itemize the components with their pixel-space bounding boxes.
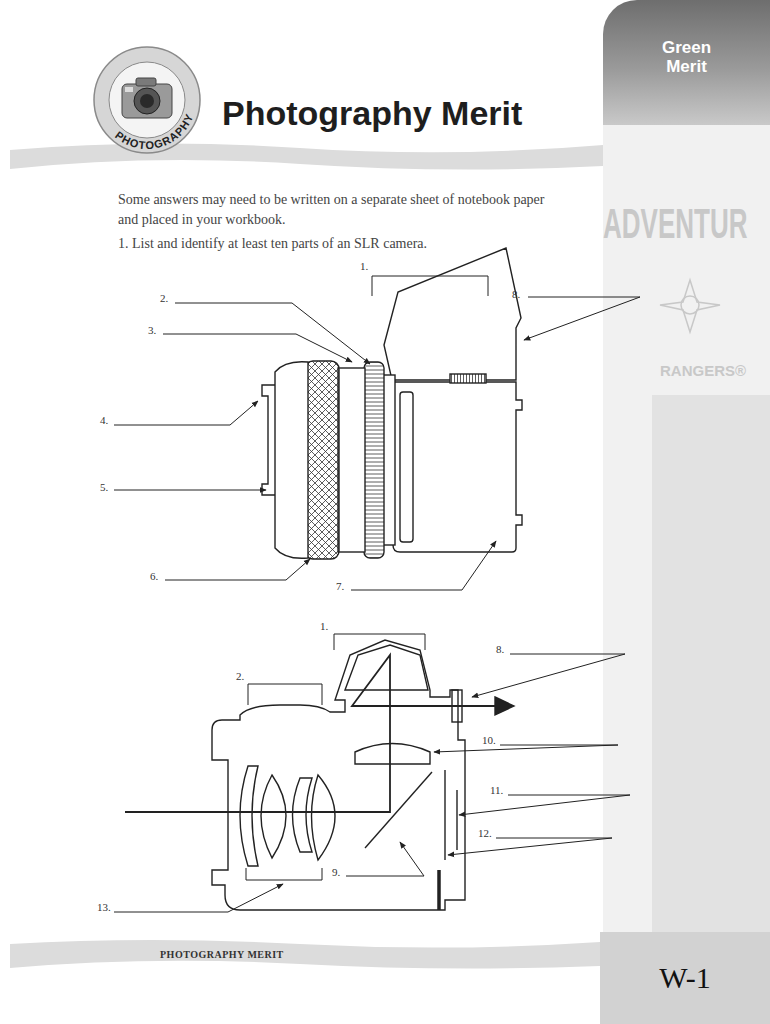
drawing-part	[114, 884, 283, 912]
logo-text: PHOTOGRAPHY	[113, 111, 196, 151]
drawing-part	[136, 78, 156, 86]
callout-number: 5.	[100, 481, 108, 494]
drawing-part	[434, 745, 618, 752]
drawing-part	[165, 559, 310, 580]
camera-body	[393, 382, 522, 552]
lens-element	[261, 775, 286, 858]
shutter-dial	[450, 374, 486, 383]
callout-number: 1.	[320, 620, 328, 633]
page-title: Photography Merit	[222, 94, 522, 133]
callout-number: 7.	[336, 580, 344, 593]
callout-number: 10.	[482, 734, 496, 747]
page-number-box: W-1	[600, 932, 770, 1024]
shutter	[444, 770, 445, 860]
pressure-plate	[437, 870, 441, 910]
pentaprism-housing	[384, 248, 521, 380]
callout-number: 1.	[360, 260, 368, 273]
focus-ring	[305, 361, 339, 559]
lens-element	[240, 766, 258, 866]
callout-number: 13.	[97, 901, 111, 914]
side-band	[603, 125, 770, 935]
callout-number: 2.	[160, 292, 168, 305]
drawing-part	[98, 76, 196, 150]
merit-tab: Green Merit	[603, 0, 770, 125]
drawing-part	[114, 490, 266, 491]
callout-number: 4.	[100, 414, 108, 427]
callout-number: 9.	[332, 866, 340, 879]
callout-number: 12.	[478, 827, 492, 840]
drawing-part	[372, 276, 488, 296]
slr-camera-section	[125, 640, 514, 910]
condenser-lens	[355, 744, 430, 765]
side-band-dark	[652, 395, 770, 935]
merit-logo	[94, 47, 200, 153]
drawing-part	[114, 401, 258, 425]
drawing-part	[448, 838, 612, 855]
drawing-part	[472, 654, 625, 697]
front-lens-element	[275, 362, 308, 559]
instruction-text: 1. List and identify at least ten parts …	[118, 234, 568, 254]
logo-text: PHOTOGRAPHY	[113, 111, 196, 151]
footer-band	[10, 940, 600, 969]
callout-number: 6.	[150, 570, 158, 583]
watermark-text: RANGERS®	[660, 362, 746, 379]
drawing-part	[660, 280, 720, 332]
footer-text: PHOTOGRAPHY MERIT	[160, 949, 284, 960]
callout-number: 2.	[236, 670, 244, 683]
grip	[400, 392, 413, 542]
aperture-ring	[364, 362, 384, 558]
light-arrow	[495, 697, 514, 715]
leader-lines-top	[114, 276, 640, 590]
callout-number: 8.	[512, 288, 520, 301]
leader-lines-bottom	[114, 634, 630, 912]
slr-camera-exterior	[262, 248, 522, 559]
header-band	[10, 143, 603, 169]
lens-element	[293, 778, 313, 852]
drawing-part	[248, 684, 322, 705]
drawing-part	[140, 94, 154, 108]
pentaprism	[345, 645, 428, 690]
drawing-part	[94, 47, 200, 153]
drawing-part	[109, 62, 185, 138]
watermark-text: ADVENTUR	[603, 200, 747, 250]
drawing-part	[681, 296, 699, 314]
callout-number: 3.	[148, 324, 156, 337]
node-text: Green Merit	[647, 38, 727, 125]
drawing-part: PHOTOGRAPHY	[113, 111, 196, 151]
drawing-part	[346, 842, 424, 876]
drawing-part	[134, 88, 160, 114]
drawing-part	[163, 334, 352, 362]
light-path	[125, 655, 495, 812]
drawing-part	[459, 795, 630, 815]
drawing-part	[122, 84, 172, 118]
drawing-part	[351, 541, 496, 590]
callout-number: 11.	[490, 784, 503, 797]
node-text: W-1	[659, 961, 711, 995]
lens-mount	[383, 375, 395, 545]
callout-number: 8.	[496, 643, 504, 656]
body-outline	[212, 640, 465, 910]
reflex-mirror	[365, 772, 432, 848]
lens-front-rim	[262, 385, 275, 495]
drawing-part	[524, 297, 640, 340]
watermark-star	[660, 280, 720, 332]
drawing-part	[334, 634, 425, 650]
drawing-part	[246, 868, 322, 880]
film-plane	[456, 790, 457, 850]
instruction-text: Some answers may need to be written on a…	[118, 190, 568, 230]
lens-barrel	[338, 368, 365, 552]
lens-element	[312, 775, 336, 860]
drawing-part	[125, 87, 133, 92]
